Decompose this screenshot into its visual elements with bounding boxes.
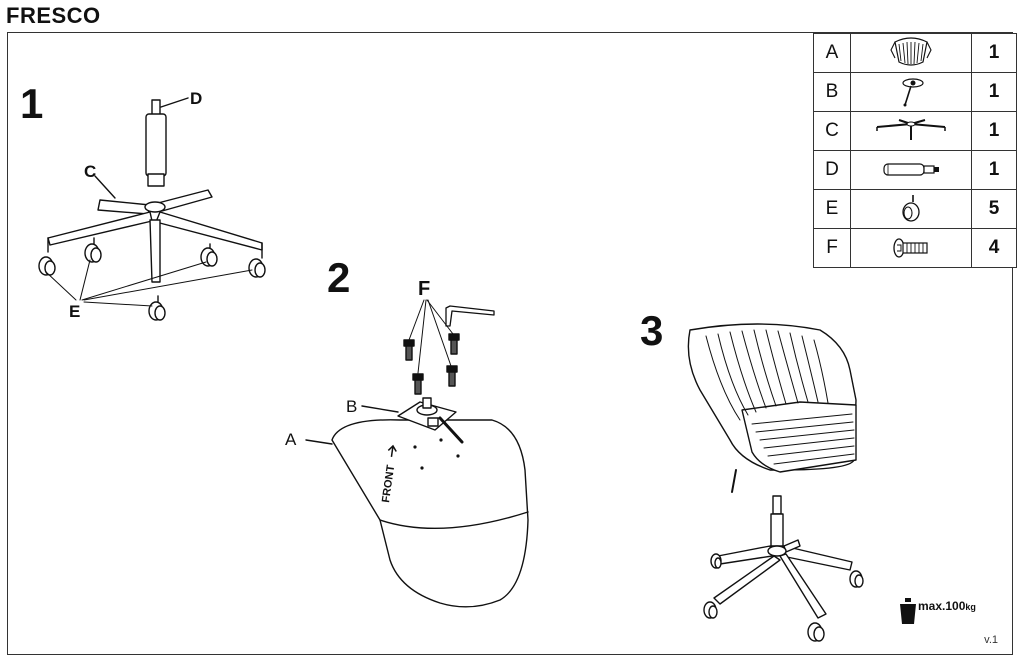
max-load-prefix: max. (918, 599, 946, 613)
part-quantity: 1 (971, 33, 1017, 73)
version-label: v.1 (984, 634, 998, 646)
label-c: C (84, 162, 97, 181)
part-letter: C (813, 111, 851, 151)
parts-row-f: F 4 (813, 228, 1017, 268)
label-a: A (285, 430, 297, 449)
part-letter: F (813, 228, 851, 268)
part-quantity: 5 (971, 189, 1017, 229)
front-label: FRONT (380, 464, 397, 503)
part-letter: E (813, 189, 851, 229)
instruction-frame: v.1 (7, 32, 1013, 655)
mechanism-plate (397, 397, 464, 444)
product-title: FRESCO (6, 3, 101, 28)
part-quantity: 1 (971, 111, 1017, 151)
label-f: F (418, 278, 431, 300)
max-load-text: max.100kg (918, 599, 976, 613)
max-load: max.100kg (897, 599, 976, 613)
weight-icon (900, 598, 916, 624)
casters-step1 (38, 237, 266, 321)
part-letter: A (813, 33, 851, 73)
step-2-number: 2 (327, 254, 351, 301)
part-quantity: 4 (971, 228, 1017, 268)
arrow-icon (387, 444, 397, 457)
star-base (47, 189, 263, 283)
seat-icon (850, 33, 972, 73)
part-quantity: 1 (971, 150, 1017, 190)
label-b: B (346, 397, 358, 416)
step-3-number: 3 (640, 307, 664, 354)
parts-row-a: A 1 (813, 33, 1017, 73)
gas-lift-cylinder (145, 99, 167, 187)
assembled-chair (687, 323, 864, 642)
gas-lift-icon (850, 150, 972, 190)
parts-table: A 1 B 1 C (813, 33, 1017, 268)
bolts-step2 (403, 333, 460, 395)
part-letter: B (813, 72, 851, 112)
max-load-value: 100 (945, 599, 966, 613)
allen-key (445, 305, 495, 327)
max-load-unit: kg (965, 602, 976, 612)
seat-upside-down (331, 419, 529, 608)
part-letter: D (813, 150, 851, 190)
label-e: E (69, 302, 81, 321)
step-1-number: 1 (20, 80, 44, 127)
parts-row-d: D 1 (813, 150, 1017, 190)
label-d: D (190, 89, 203, 108)
